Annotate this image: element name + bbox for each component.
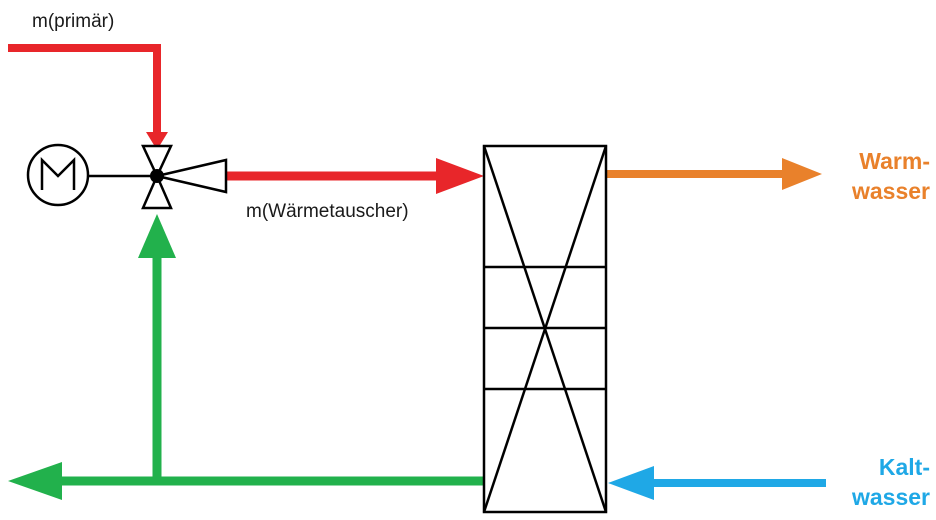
cold-water-label-line1: Kalt- bbox=[878, 454, 930, 480]
primary-supply-pipe bbox=[8, 44, 168, 150]
motor-icon bbox=[26, 143, 157, 207]
warm-water-label-line2: wasser bbox=[851, 178, 930, 204]
warm-water-pipe bbox=[606, 158, 822, 190]
cold-water-label-line2: wasser bbox=[851, 484, 930, 510]
exchanger-supply-pipe bbox=[226, 158, 484, 194]
warm-water-label: Warm- wasser bbox=[852, 146, 930, 206]
heat-exchanger-icon bbox=[482, 144, 608, 514]
warm-water-label-line1: Warm- bbox=[859, 148, 930, 174]
three-way-valve-icon bbox=[141, 144, 228, 210]
cold-water-pipe bbox=[608, 466, 826, 500]
cold-water-label: Kalt- wasser bbox=[852, 452, 930, 512]
return-pipe bbox=[8, 214, 484, 500]
exchanger-flow-label: m(Wärmetauscher) bbox=[246, 201, 409, 222]
primary-flow-label: m(primär) bbox=[32, 11, 115, 32]
